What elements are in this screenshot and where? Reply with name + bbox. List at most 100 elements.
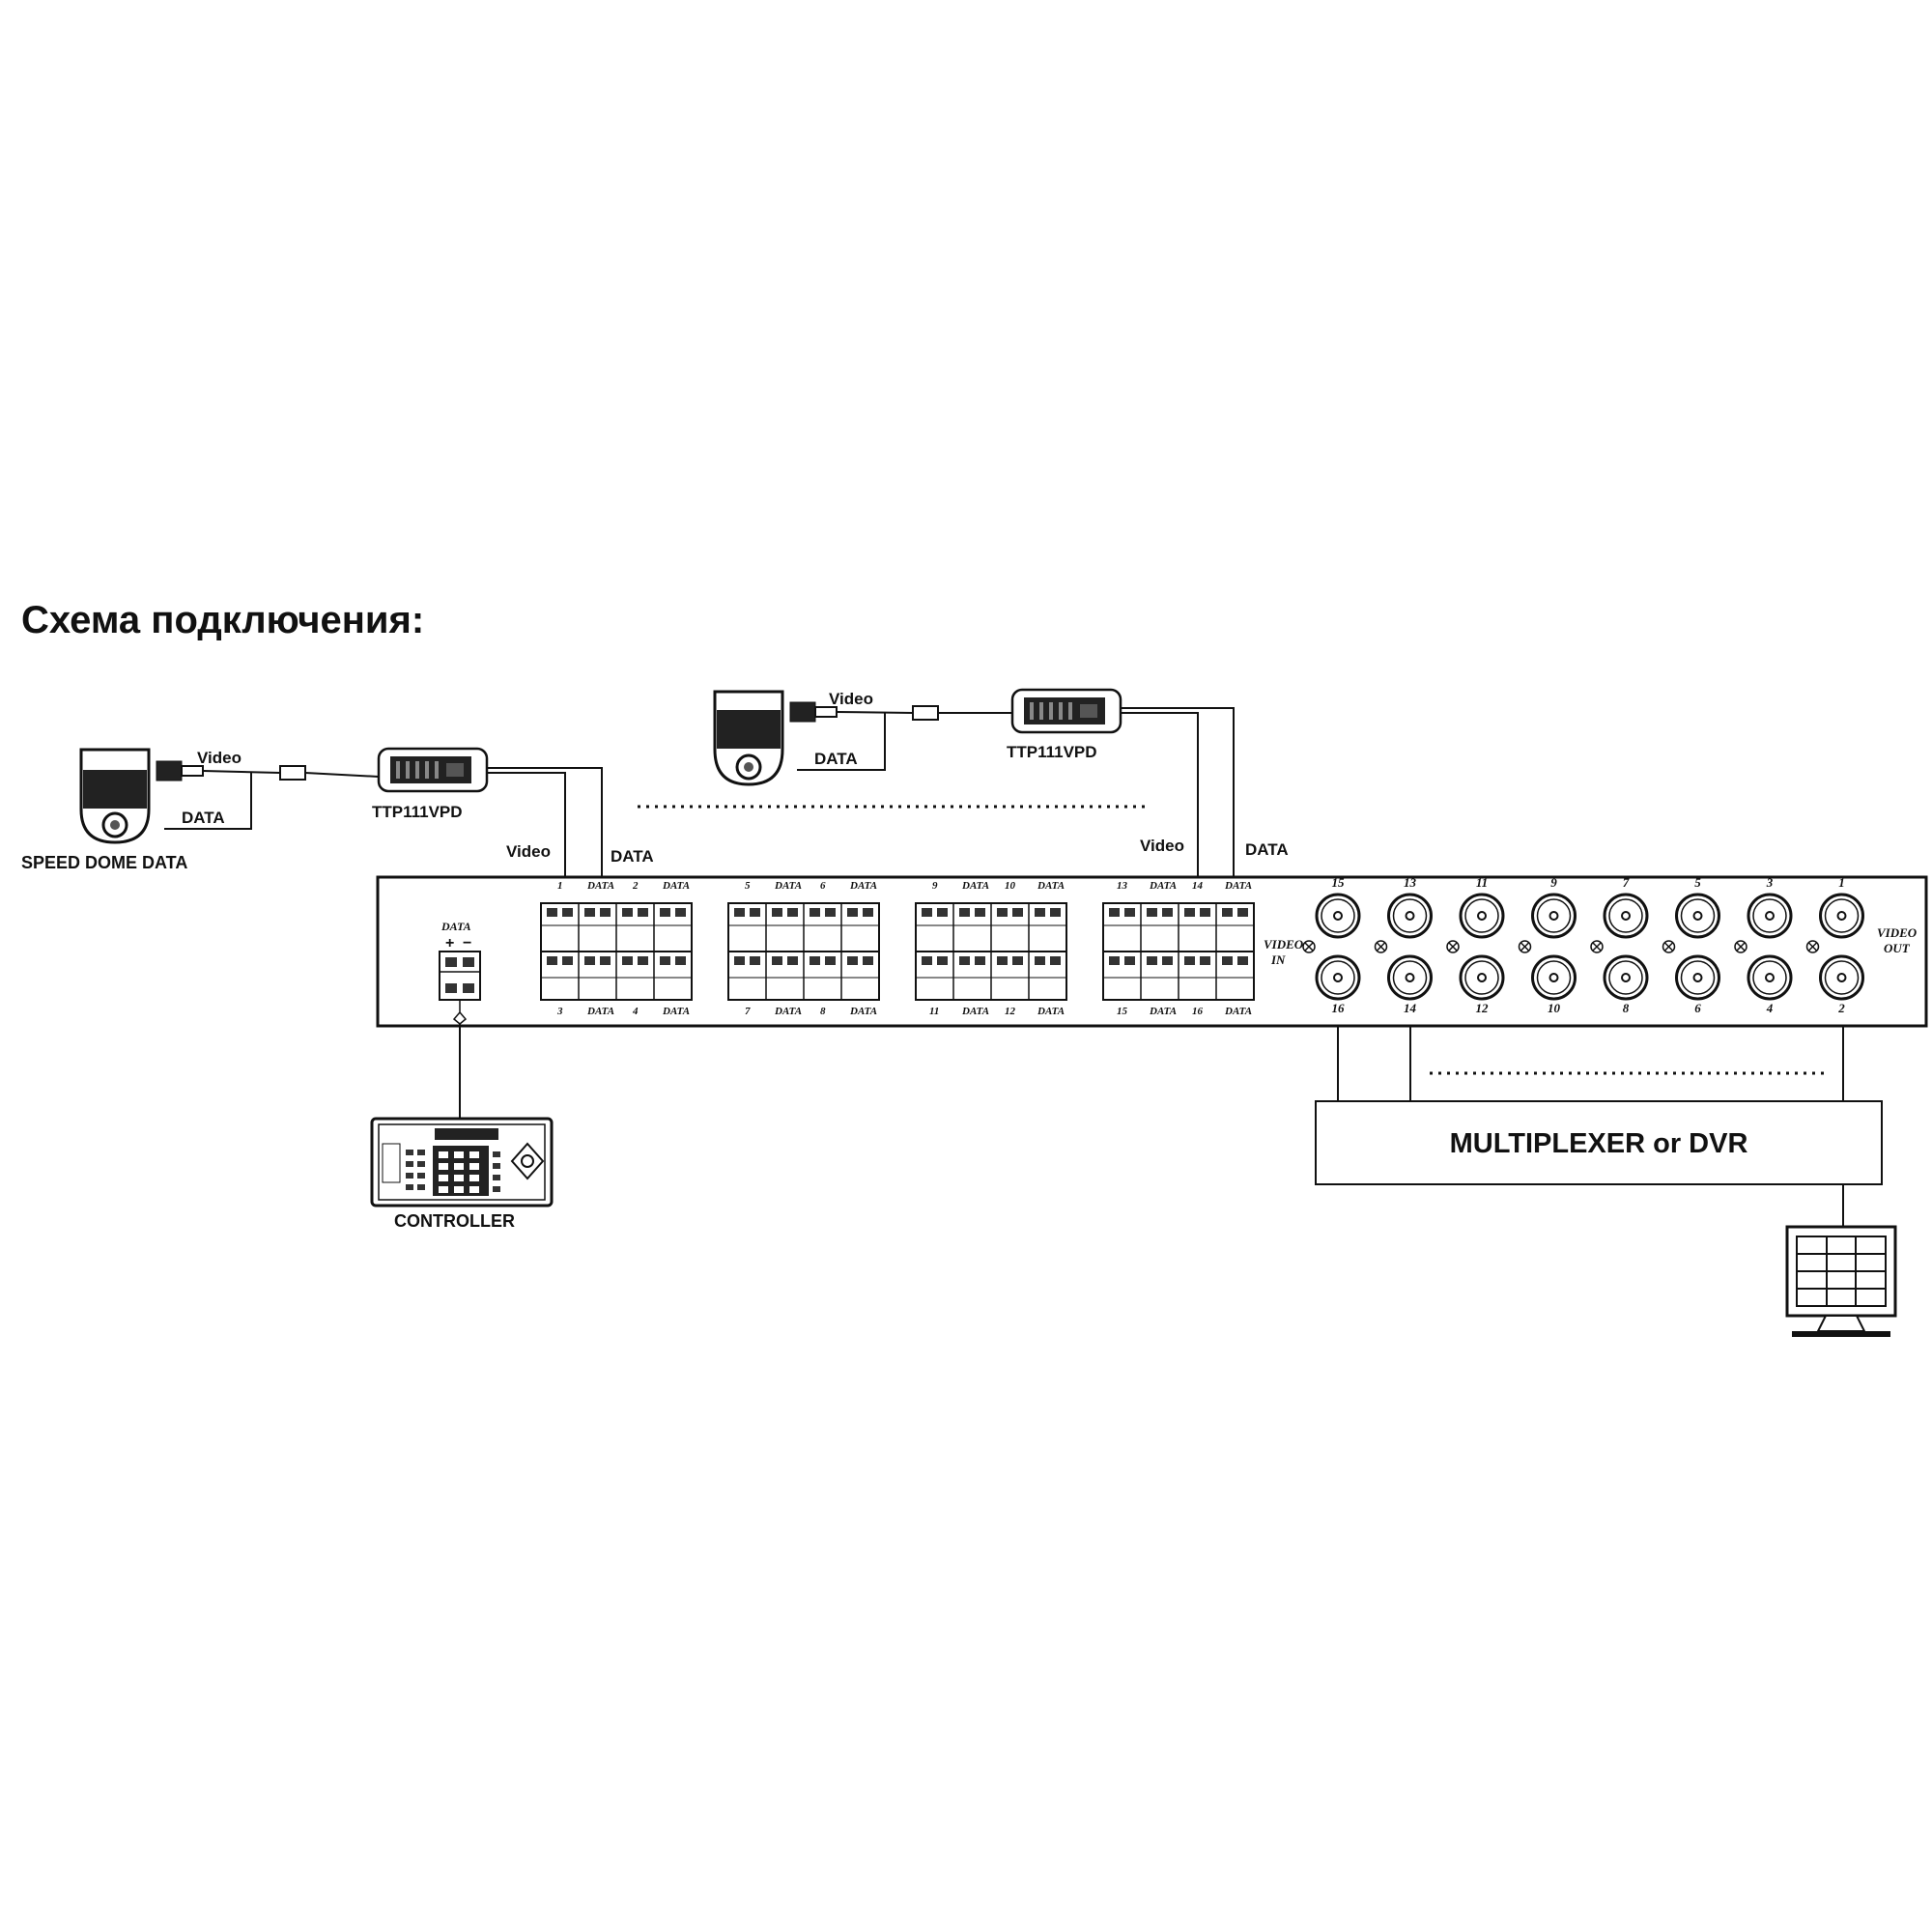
terminal-group-3-labels: 9 DATA 10 DATA 11 DATA 12 DATA (929, 880, 1065, 1017)
terminal-label: DATA (1224, 1006, 1252, 1017)
terminal-label: 6 (820, 880, 826, 892)
terminal-group-2[interactable] (727, 902, 880, 1001)
terminal-label: DATA (849, 880, 877, 892)
bnc-label: 6 (1694, 1001, 1701, 1015)
terminal-label: 10 (1005, 880, 1016, 892)
left-camera-label: SPEED DOME DATA (21, 853, 187, 872)
terminal-label: 2 (632, 880, 639, 892)
hub-data-plus: + (445, 935, 454, 952)
terminal-label: 4 (632, 1006, 639, 1017)
ground-screw-icon (1302, 940, 1316, 953)
ground-screw-icon (1446, 940, 1460, 953)
bnc-label: 2 (1837, 1001, 1845, 1015)
bnc-label: 15 (1332, 875, 1346, 890)
terminal-label: DATA (849, 1006, 877, 1017)
terminal-label: DATA (1149, 880, 1177, 892)
ground-screw-icon (1590, 940, 1604, 953)
terminal-label: DATA (662, 1006, 690, 1017)
multiplexer-label: MULTIPLEXER or DVR (1450, 1128, 1748, 1159)
terminal-label: DATA (586, 880, 614, 892)
terminal-group-4[interactable] (1102, 902, 1255, 1001)
bnc-label: 3 (1766, 875, 1774, 890)
left-camera-video-label: Video (197, 749, 242, 767)
terminal-label: DATA (961, 880, 989, 892)
bnc-connector[interactable] (1603, 893, 1649, 939)
bnc-label: 4 (1766, 1001, 1774, 1015)
terminal-label: DATA (662, 880, 690, 892)
terminal-label: DATA (1037, 1006, 1065, 1017)
monitor-icon (1785, 1225, 1897, 1337)
terminal-label: DATA (1224, 880, 1252, 892)
bnc-label: 5 (1694, 875, 1701, 890)
bnc-connector[interactable] (1747, 954, 1793, 1001)
video-out-label: VIDEO (1877, 925, 1918, 940)
bnc-label: 1 (1838, 875, 1845, 890)
video-in-label: VIDEO (1264, 937, 1304, 952)
terminal-label: 15 (1117, 1006, 1128, 1017)
bnc-connector[interactable] (1315, 954, 1361, 1001)
right-cable-coupler-icon (912, 705, 939, 721)
bnc-label: 12 (1476, 1001, 1490, 1015)
hub-data-label: DATA (440, 920, 471, 933)
bnc-label: 13 (1404, 875, 1417, 890)
left-transceiver-label: TTP111VPD (372, 803, 463, 821)
right-transceiver-icon (1010, 688, 1122, 734)
bnc-connector[interactable] (1387, 893, 1433, 939)
terminal-label: 13 (1117, 880, 1128, 892)
left-camera-data-label: DATA (182, 809, 225, 827)
terminal-label: 14 (1192, 880, 1204, 892)
bnc-connector[interactable] (1819, 893, 1864, 939)
right-transceiver-label: TTP111VPD (1007, 743, 1097, 761)
bnc-connector[interactable] (1675, 954, 1720, 1001)
terminal-label: 3 (556, 1006, 563, 1017)
bnc-connector[interactable] (1315, 893, 1361, 939)
terminal-label: DATA (586, 1006, 614, 1017)
bnc-connector[interactable] (1603, 954, 1649, 1001)
hub-data-minus: − (463, 935, 471, 952)
terminal-group-1-labels: 1 DATA 2 DATA 3 DATA 4 DATA (556, 880, 690, 1017)
bnc-label: 16 (1332, 1001, 1346, 1015)
page-title: Схема подключения: (21, 599, 424, 641)
left-feed-data-label: DATA (611, 847, 654, 866)
video-out-label: OUT (1884, 941, 1911, 955)
terminal-group-2-labels: 5 DATA 6 DATA 7 DATA 8 DATA (745, 880, 877, 1017)
terminal-label: 7 (745, 1006, 751, 1017)
terminal-label: DATA (1037, 880, 1065, 892)
bnc-connector[interactable] (1747, 893, 1793, 939)
bnc-connector[interactable] (1387, 954, 1433, 1001)
bnc-label: 10 (1548, 1001, 1561, 1015)
bnc-connector[interactable] (1819, 954, 1864, 1001)
bnc-label: 14 (1404, 1001, 1417, 1015)
left-transceiver-icon (377, 747, 489, 793)
left-speed-dome-camera (79, 748, 151, 844)
controller-label: CONTROLLER (394, 1211, 515, 1231)
controller-keyboard-icon[interactable] (370, 1117, 554, 1208)
bnc-connector[interactable] (1675, 893, 1720, 939)
terminal-group-3[interactable] (915, 902, 1067, 1001)
ground-screw-icon (1518, 940, 1532, 953)
terminal-label: 8 (820, 1006, 826, 1017)
hub-data-terminal-block[interactable] (439, 951, 481, 1001)
video-in-label: IN (1270, 952, 1286, 967)
ground-screw-icon (1734, 940, 1747, 953)
bnc-connector[interactable] (1459, 954, 1505, 1001)
multiplexer-box[interactable] (1315, 1100, 1883, 1185)
terminal-label: 1 (557, 880, 563, 892)
bnc-connector[interactable] (1531, 954, 1577, 1001)
right-feed-data-label: DATA (1245, 840, 1289, 859)
right-camera-video-label: Video (829, 690, 873, 708)
terminal-label: DATA (961, 1006, 989, 1017)
bnc-connector[interactable] (1459, 893, 1505, 939)
right-camera-data-label: DATA (814, 750, 858, 768)
terminal-group-4-labels: 13 DATA 14 DATA 15 DATA 16 DATA (1117, 880, 1252, 1017)
terminal-label: DATA (1149, 1006, 1177, 1017)
terminal-group-1[interactable] (540, 902, 693, 1001)
bnc-label: 11 (1476, 875, 1488, 890)
left-feed-video-label: Video (506, 842, 551, 861)
terminal-label: 12 (1005, 1006, 1016, 1017)
bnc-label: 9 (1550, 875, 1557, 890)
bnc-connector[interactable] (1531, 893, 1577, 939)
bnc-label: 7 (1623, 875, 1630, 890)
